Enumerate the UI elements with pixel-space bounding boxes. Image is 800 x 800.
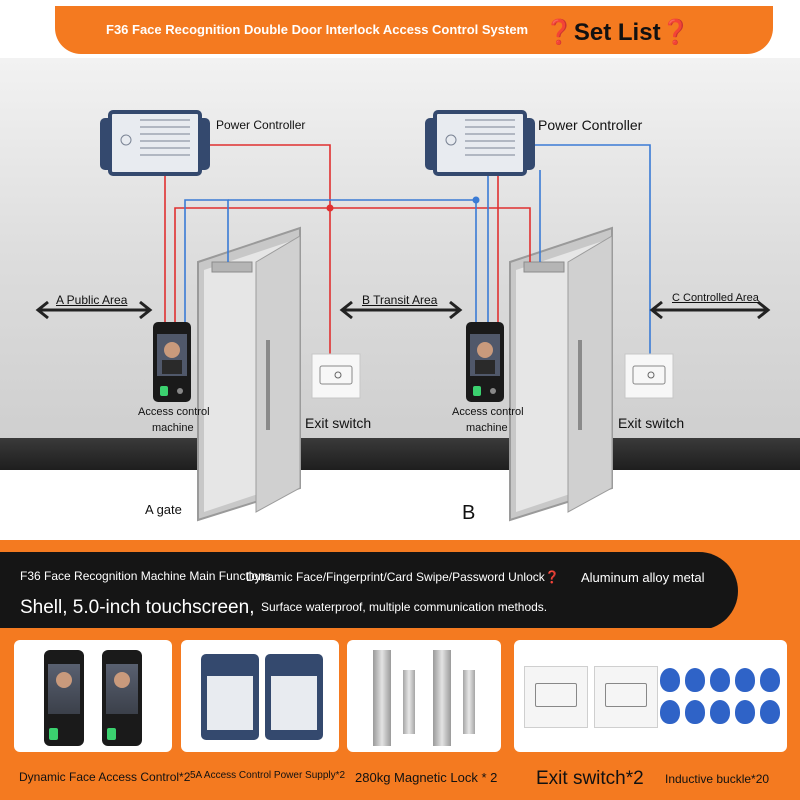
gate-b-label: B xyxy=(462,502,476,524)
exit-switch-image xyxy=(594,666,658,728)
face-reader-image xyxy=(44,650,84,746)
set-item-card-magnetic-lock xyxy=(347,640,501,752)
set-item-card-power-supply xyxy=(181,640,339,752)
set-item-label: 5A Access Control Power Supply*2 xyxy=(190,770,346,781)
exit-switch-b-label: Exit switch xyxy=(618,415,685,431)
functions-material-b: Shell, 5.0-inch touchscreen, xyxy=(20,597,255,618)
power-controller-a xyxy=(100,110,210,176)
set-item-label: 280kg Magnetic Lock * 2 xyxy=(355,770,498,785)
gate-a-label: A gate xyxy=(145,502,182,517)
set-list-heading: ❓Set List❓ xyxy=(544,19,691,46)
power-controller-b xyxy=(425,110,535,176)
access-machine-b-label-2: machine xyxy=(466,422,508,434)
access-machine-a-label-1: Access control xyxy=(138,406,210,418)
exit-switch-image xyxy=(524,666,588,728)
magnetic-lock-image xyxy=(373,650,391,746)
area-arrows xyxy=(35,300,771,320)
magnetic-lock-image xyxy=(433,650,451,746)
power-controller-b-label: Power Controller xyxy=(538,117,643,133)
area-b-label: B Transit Area xyxy=(362,293,438,307)
access-machine-a-label-2: machine xyxy=(152,422,194,434)
junction-red xyxy=(326,204,334,212)
junction-blue xyxy=(472,196,480,204)
armature-plate-image xyxy=(403,670,415,734)
set-item-label: Dynamic Face Access Control*2 xyxy=(19,770,191,784)
access-machine-b-label-1: Access control xyxy=(452,406,524,418)
page-title: F36 Face Recognition Double Door Interlo… xyxy=(106,22,529,37)
area-c-label: C Controlled Area xyxy=(672,292,759,304)
access-machine-b xyxy=(466,322,504,402)
header-bar xyxy=(55,6,773,54)
floor xyxy=(0,470,800,540)
set-item-card-access-control xyxy=(14,640,172,752)
power-controller-a-label: Power Controller xyxy=(216,118,306,132)
set-item-label: Inductive buckle*20 xyxy=(665,772,770,786)
functions-features: Surface waterproof, multiple communicati… xyxy=(261,600,548,614)
door-a xyxy=(197,226,301,522)
red-wires-a xyxy=(164,144,531,355)
functions-heading: F36 Face Recognition Machine Main Functi… xyxy=(20,569,271,583)
rfid-fobs-image xyxy=(660,664,784,734)
exit-switch-b xyxy=(624,353,674,399)
set-item-label: Exit switch*2 xyxy=(536,768,644,789)
functions-unlock-modes: Dynamic Face/Fingerprint/Card Swipe/Pass… xyxy=(246,570,560,584)
functions-panel xyxy=(0,552,738,630)
set-item-card-exit-switch-and-fobs xyxy=(514,640,787,752)
power-supply-image xyxy=(265,654,323,740)
floor-band xyxy=(0,438,800,470)
power-supply-image xyxy=(201,654,259,740)
wiring-diagram xyxy=(35,110,771,522)
face-reader-image xyxy=(102,650,142,746)
area-a-label: A Public Area xyxy=(56,293,128,307)
access-machine-a xyxy=(153,322,191,402)
exit-switch-a-label: Exit switch xyxy=(305,415,372,431)
functions-material-a: Aluminum alloy metal xyxy=(581,570,705,585)
exit-switch-a xyxy=(311,353,361,399)
armature-plate-image xyxy=(463,670,475,734)
door-b xyxy=(509,226,613,522)
